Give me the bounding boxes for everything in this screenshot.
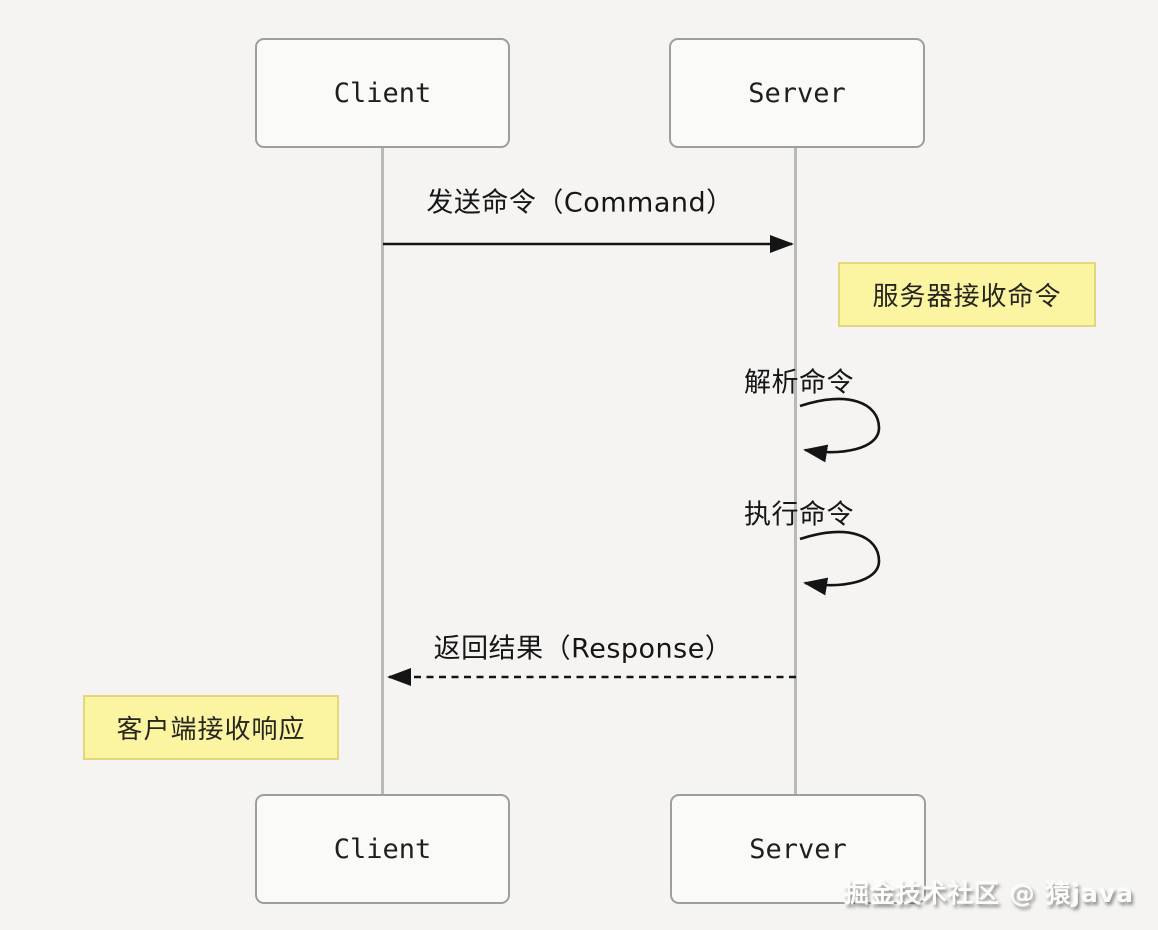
actor-label-server-top: Server [748, 77, 846, 109]
self-loop-parse-command [799, 397, 881, 463]
self-loop-execute-command [799, 530, 881, 596]
note-server-receives-command: 服务器接收命令 [838, 262, 1096, 327]
note-client-receives-response: 客户端接收响应 [83, 695, 339, 760]
actor-box-client-top: Client [255, 38, 510, 148]
actor-label-client-top: Client [333, 77, 432, 109]
message-label-send-command: 发送命令（Command） [426, 187, 734, 219]
watermark-text: 掘金技术社区 @ 猿java [843, 879, 1134, 908]
lifeline-client [381, 148, 384, 794]
lifeline-server [794, 148, 797, 794]
note-server-label: 服务器接收命令 [872, 282, 1062, 312]
actor-box-server-bottom: Server [670, 794, 926, 904]
self-loop-label-parse-command: 解析命令 [744, 367, 854, 399]
note-client-label: 客户端接收响应 [116, 715, 306, 745]
actor-box-client-bottom: Client [255, 794, 510, 904]
actor-label-server-bottom: Server [749, 833, 847, 865]
actor-box-server-top: Server [669, 38, 925, 148]
self-loop-label-execute-command: 执行命令 [744, 499, 854, 531]
actor-label-client-bottom: Client [333, 833, 432, 865]
message-label-return-result: 返回结果（Response） [433, 633, 733, 665]
